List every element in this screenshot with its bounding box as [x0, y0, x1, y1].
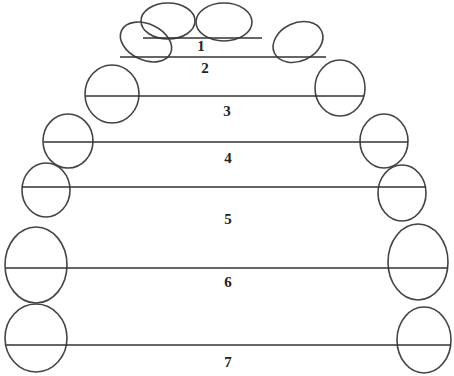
width-line: [6, 344, 451, 346]
width-line: [44, 141, 408, 143]
width-line: [6, 267, 448, 269]
premolar: [22, 163, 70, 217]
callout-number: 1: [197, 39, 205, 54]
premolar: [360, 114, 408, 168]
width-line: [22, 186, 426, 188]
molar: [388, 224, 448, 300]
callout-number: 3: [223, 104, 231, 119]
molar: [5, 227, 67, 303]
tooth-outlines: [5, 3, 451, 373]
callout-number: 2: [201, 61, 209, 76]
callout-number: 7: [224, 355, 232, 370]
premolar: [378, 165, 426, 221]
canine: [315, 60, 365, 116]
callout-number: 4: [224, 151, 232, 166]
lateral-incisor: [266, 14, 329, 70]
canine: [85, 65, 139, 123]
molar: [397, 307, 451, 373]
width-line: [120, 56, 326, 58]
width-line: [86, 95, 364, 97]
lateral-incisor: [114, 14, 178, 69]
central-incisor: [141, 3, 195, 39]
callout-number: 5: [224, 212, 232, 227]
premolar: [43, 114, 93, 168]
callout-number: 6: [224, 275, 232, 290]
molar: [5, 304, 67, 372]
measurement-lines: [6, 38, 451, 345]
central-incisor: [196, 3, 252, 41]
